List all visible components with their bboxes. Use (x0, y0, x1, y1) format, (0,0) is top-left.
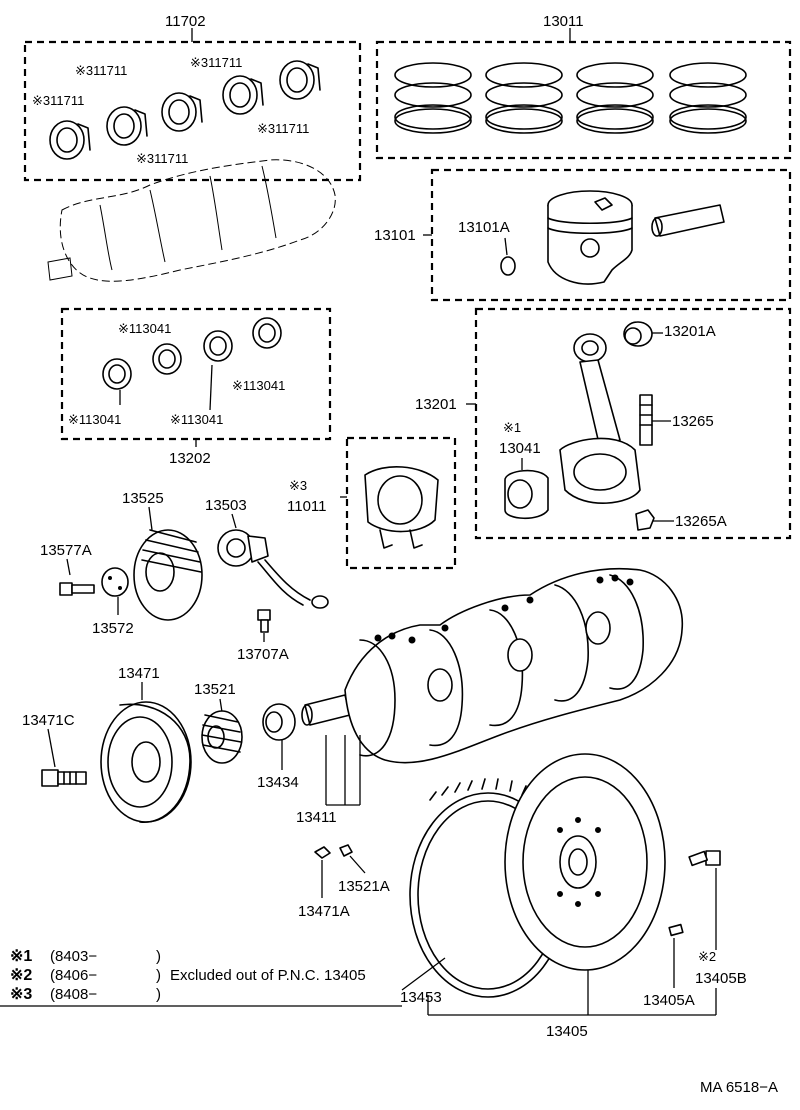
legend-close-1: ) (156, 948, 161, 965)
crank-timing-gear-icon (133, 529, 203, 621)
label-13521A: 13521A (338, 878, 390, 895)
label-13202: 13202 (169, 450, 211, 467)
label-13525: 13525 (122, 490, 164, 507)
bearing-shell-icon (106, 106, 148, 146)
label-13453: 13453 (400, 989, 442, 1006)
legend-date-2: (8406− (50, 967, 97, 984)
connecting-rod-icon (559, 333, 641, 504)
piston-pin-icon (651, 204, 725, 237)
crank-pulley-icon (100, 701, 192, 823)
pulley-bolt-icon (41, 769, 87, 787)
note-mark-2: ※2 (698, 949, 716, 964)
bearing-shell-icon (252, 317, 282, 349)
snap-ring-icon (500, 256, 516, 276)
figure-code: MA 6518−A (700, 1079, 778, 1096)
legend-mark-3: ※3 (10, 986, 32, 1003)
bearing-shell-icon (203, 330, 233, 362)
rod-bushing-icon (623, 321, 653, 347)
piston-icon (547, 190, 633, 285)
group-13011: 13011 (375, 13, 792, 160)
group-11702: 11702 ※311711 ※311711 ※311711 ※311711 ※3… (23, 13, 362, 182)
label-13201: 13201 (415, 396, 457, 413)
label-311711-d: ※311711 (257, 121, 309, 136)
bearing-shell-icon (161, 92, 203, 132)
label-13041: 13041 (499, 440, 541, 457)
label-113041-a: ※113041 (118, 321, 171, 336)
thrust-washer-icon (364, 466, 439, 549)
note-mark-3: ※3 (289, 478, 307, 493)
flywheel-bolt-icon (688, 850, 721, 867)
label-11702: 11702 (165, 13, 206, 30)
label-13434: 13434 (257, 774, 299, 791)
group-13201: 13201 13201A 13265 13265A ※1 13041 (415, 307, 792, 540)
woodruff-key-icon (314, 846, 331, 859)
bolt-icon (257, 609, 271, 633)
flywheel-icon (504, 753, 666, 971)
oil-pump-drive-gear-icon (201, 710, 243, 764)
rod-bolt-icon (639, 394, 653, 446)
label-13405A: 13405A (643, 992, 695, 1009)
legend-date-3: (8408− (50, 986, 97, 1003)
label-113041-c: ※113041 (68, 412, 121, 427)
label-311711-e: ※311711 (136, 151, 188, 166)
bearing-shell-icon (279, 60, 321, 100)
label-13411: 13411 (296, 809, 337, 826)
label-311711-a: ※311711 (75, 63, 127, 78)
label-13577A: 13577A (40, 542, 92, 559)
bearing-shell-icon (504, 469, 549, 520)
label-113041-b: ※113041 (232, 378, 285, 393)
piston-ring-set-icon (394, 62, 472, 134)
bearing-shell-icon (152, 343, 182, 375)
crankshaft-icon (301, 567, 684, 764)
label-13201A: 13201A (664, 323, 716, 340)
bearing-shell-icon (222, 75, 264, 115)
piston-ring-set-icon (485, 62, 563, 134)
note-mark-1: ※1 (503, 420, 521, 435)
group-13101: 13101 13101A (374, 168, 792, 302)
group-11011: ※3 11011 (287, 436, 457, 570)
crank-position-sensor-icon (217, 529, 329, 609)
legend-note: Excluded out of P.N.C. 13405 (170, 967, 366, 984)
bearing-shell-icon (102, 358, 132, 390)
legend-close-2: ) (156, 967, 161, 984)
label-13265: 13265 (672, 413, 714, 430)
label-113041-d: ※113041 (170, 412, 223, 427)
label-311711-c: ※311711 (32, 93, 84, 108)
group-13202: 13202 ※113041 ※113041 ※113041 ※113041 (60, 307, 332, 467)
label-311711-b: ※311711 (190, 55, 242, 70)
label-13707A: 13707A (237, 646, 289, 663)
legend: ※1 (8403− ) ※2 (8406− ) ※3 (8408− ) Excl… (10, 948, 366, 1003)
crankshaft-outline-icon (47, 159, 336, 282)
legend-mark-1: ※1 (10, 948, 32, 965)
label-13572: 13572 (92, 620, 134, 637)
washer-plate-icon (101, 567, 129, 597)
label-13471C: 13471C (22, 712, 75, 729)
piston-ring-set-icon (669, 62, 747, 134)
bolt-icon (59, 582, 95, 596)
crank-spacer-icon (262, 703, 296, 741)
label-13101: 13101 (374, 227, 416, 244)
woodruff-key-icon (339, 844, 353, 857)
legend-mark-2: ※2 (10, 967, 32, 984)
bearing-shell-icon (49, 120, 91, 160)
label-13405B: 13405B (695, 970, 747, 987)
legend-date-1: (8403− (50, 948, 97, 965)
label-13265A: 13265A (675, 513, 727, 530)
label-11011: 11011 (287, 498, 327, 515)
label-13503: 13503 (205, 497, 247, 514)
legend-close-3: ) (156, 986, 161, 1003)
dowel-pin-icon (668, 923, 684, 937)
rod-nut-icon (635, 509, 655, 531)
label-13101A: 13101A (458, 219, 510, 236)
label-13011: 13011 (543, 13, 584, 30)
label-13471A: 13471A (298, 903, 350, 920)
label-13521: 13521 (194, 681, 236, 698)
piston-ring-set-icon (576, 62, 654, 134)
label-13471: 13471 (118, 665, 160, 682)
label-13405: 13405 (546, 1023, 588, 1040)
